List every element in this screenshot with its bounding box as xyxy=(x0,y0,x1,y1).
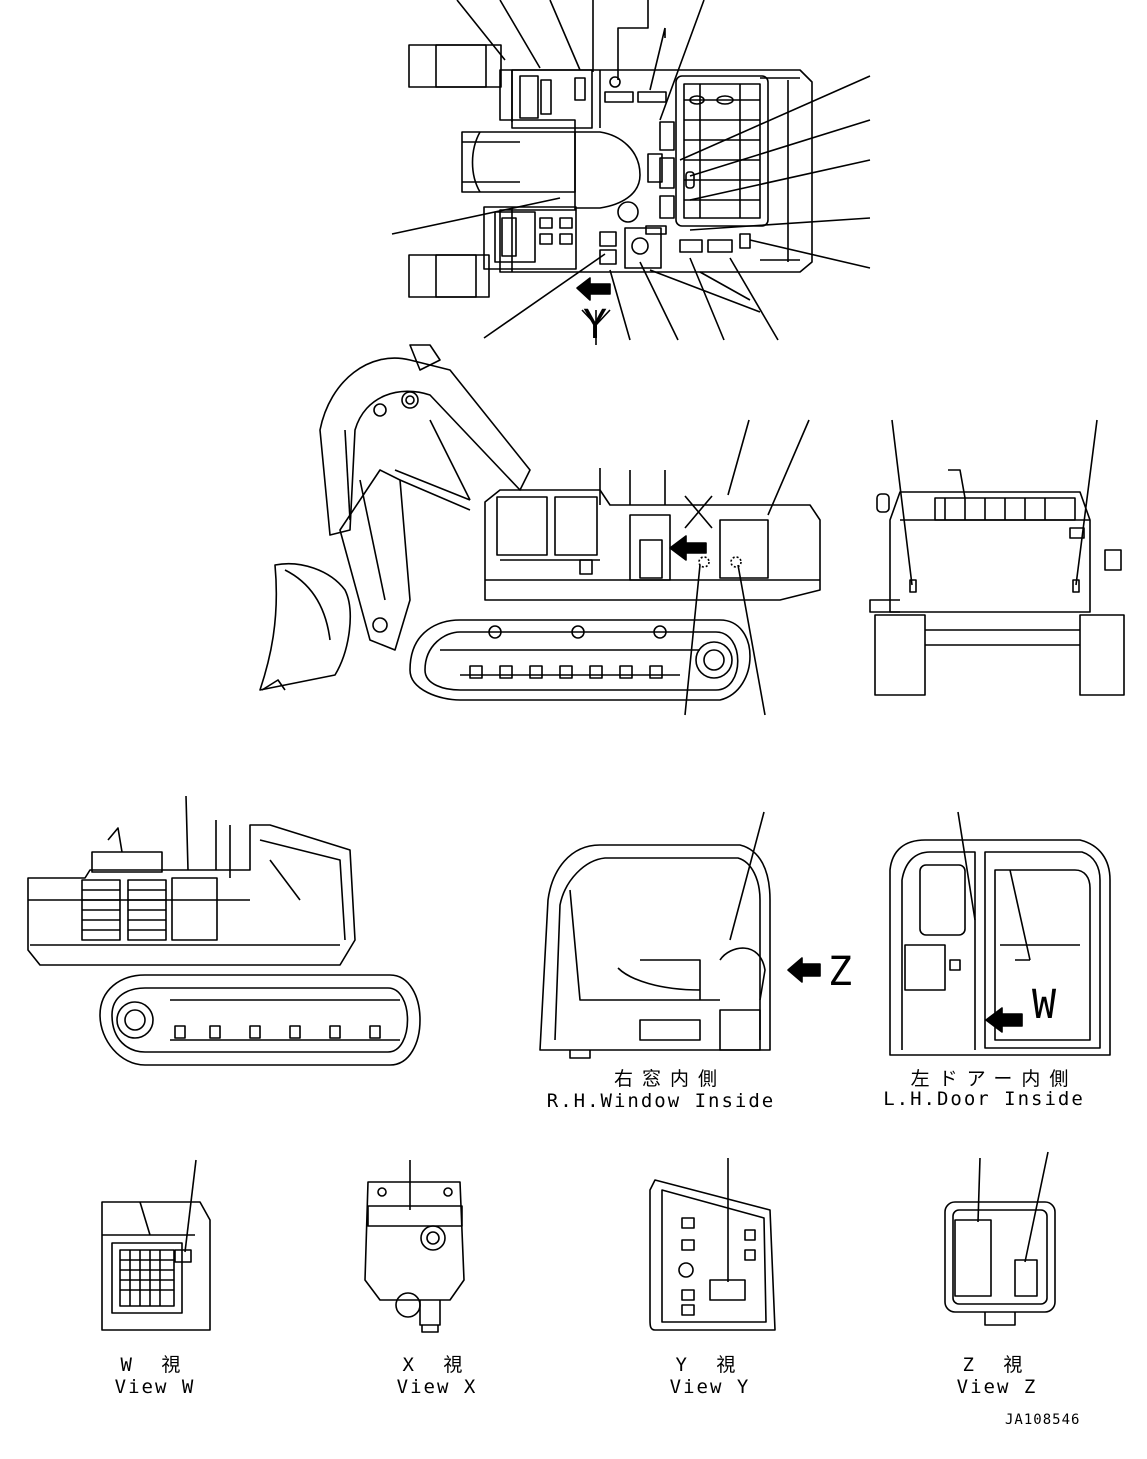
caption-rh-window-en: R.H.Window Inside xyxy=(546,1090,776,1112)
top-view xyxy=(392,0,870,345)
caption-view-x-jp: X 視 xyxy=(402,1354,472,1376)
caption-lh-door-en: L.H.Door Inside xyxy=(883,1088,1085,1110)
view-marker-w: W xyxy=(1032,982,1057,1028)
caption-rh-window-jp: 右窓内側 xyxy=(613,1068,726,1090)
side-view xyxy=(260,345,820,715)
view-x-detail xyxy=(365,1160,464,1332)
caption-lh-door-jp: 左ドアー内側 xyxy=(910,1068,1078,1090)
caption-view-w-jp: W 視 xyxy=(120,1354,190,1376)
view-marker-z: Z xyxy=(828,949,853,995)
caption-view-y-en: View Y xyxy=(669,1376,751,1398)
view-z-detail xyxy=(945,1152,1055,1325)
rear-view xyxy=(870,420,1124,695)
rh-window-view xyxy=(540,812,820,1058)
lh-door-view xyxy=(890,812,1110,1055)
drawing-code: JA108546 xyxy=(1005,1412,1081,1428)
view-w-detail xyxy=(102,1160,210,1330)
view-marker-x: X xyxy=(686,494,687,495)
view-y-detail xyxy=(650,1158,775,1330)
left-side-view xyxy=(28,796,420,1065)
caption-view-x-en: View X xyxy=(396,1376,478,1398)
caption-view-z-jp: Z 視 xyxy=(962,1354,1032,1376)
caption-view-y-jp: Y 視 xyxy=(675,1354,745,1376)
view-marker-y: Y xyxy=(583,302,608,348)
caption-view-w-en: View W xyxy=(114,1376,196,1398)
caption-view-z-en: View Z xyxy=(956,1376,1038,1398)
